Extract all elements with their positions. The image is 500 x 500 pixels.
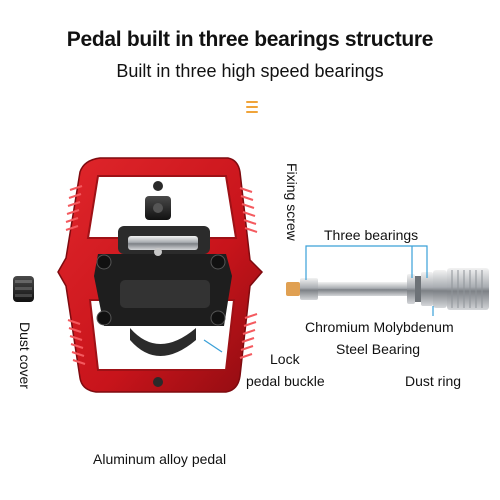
bearings-bracket	[305, 245, 428, 280]
three-bearings-label: Three bearings	[324, 227, 419, 243]
spindle-axle	[286, 268, 489, 310]
page-subtitle: Built in three high speed bearings	[116, 61, 384, 81]
chromium-label-line2: Steel Bearing	[336, 341, 421, 357]
menu-icon	[246, 101, 258, 115]
chromium-label-line1: Chromium Molybdenum	[305, 319, 454, 335]
lock-label-line2: pedal buckle	[246, 373, 325, 389]
lock-callout-line	[203, 339, 223, 353]
dust-cover-label: Dust cover	[17, 322, 33, 389]
lock-label-line1: Lock	[270, 351, 300, 367]
clip-mechanism	[94, 196, 232, 356]
aluminum-alloy-label: Aluminum alloy pedal	[93, 451, 227, 467]
dust-cover-part	[13, 276, 34, 302]
fixing-screw-label: Fixing screw	[284, 163, 300, 241]
dust-ring-label: Dust ring	[405, 373, 462, 389]
page-title: Pedal built in three bearings structure	[66, 28, 434, 51]
